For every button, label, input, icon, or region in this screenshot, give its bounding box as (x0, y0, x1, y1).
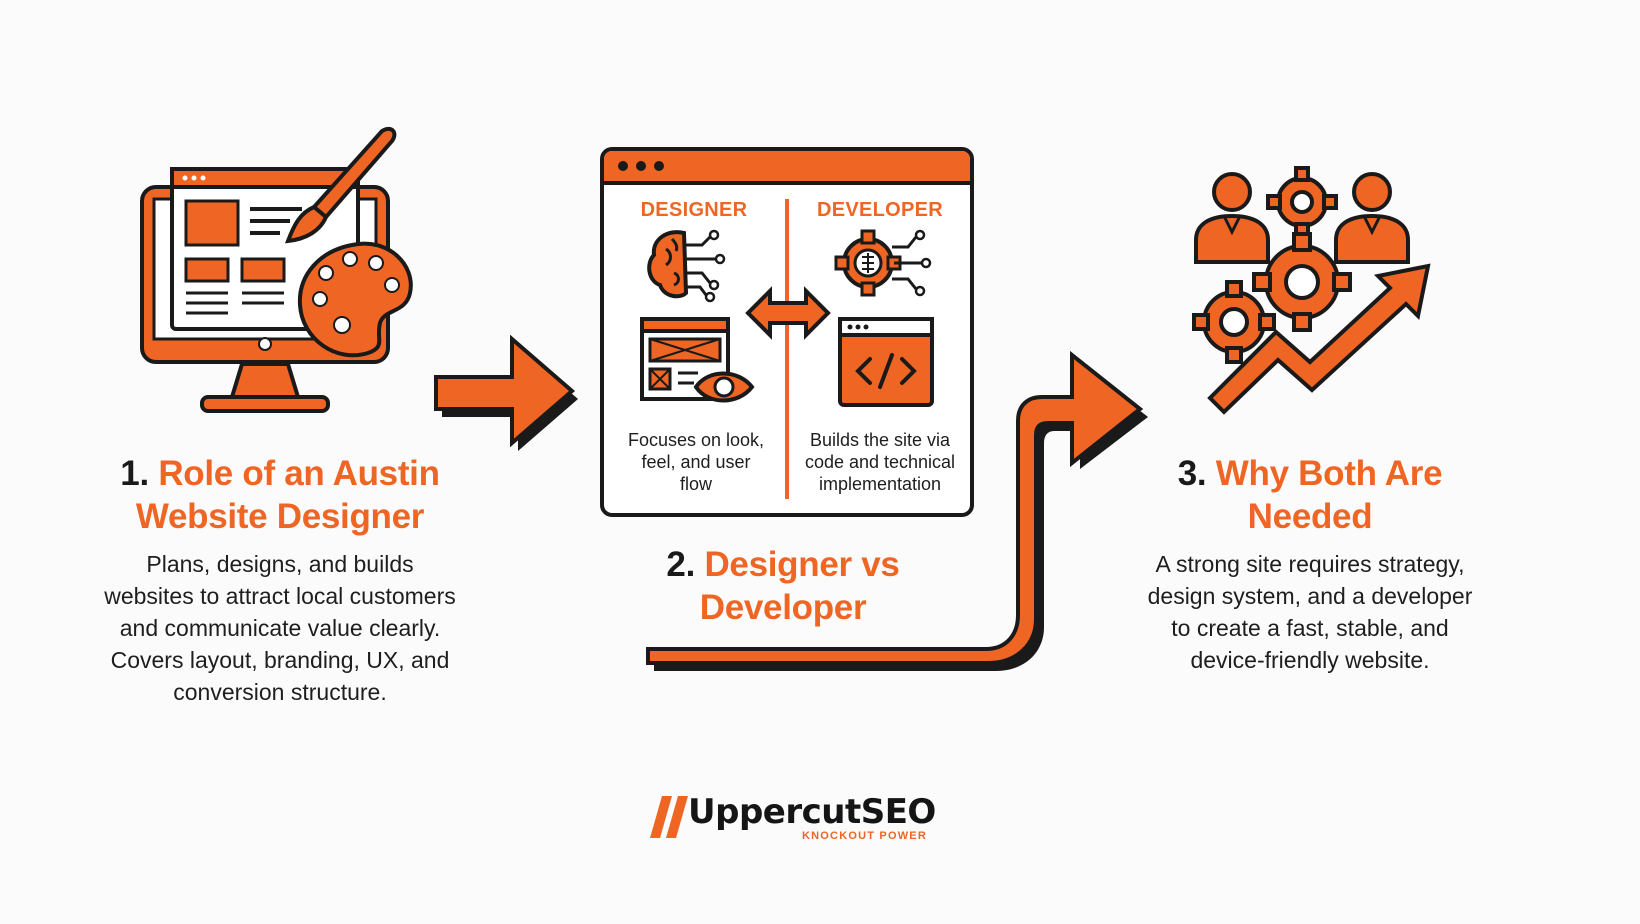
step-3-description: A strong site requires strategy, design … (1090, 548, 1530, 676)
window-dot-icon (654, 161, 664, 171)
step-1-desc-line: websites to attract local customers (104, 583, 456, 609)
panel-divider (785, 199, 789, 499)
panel-title-bar (604, 151, 970, 185)
gear-circuit-icon (834, 229, 932, 297)
designer-vs-developer-panel: DESIGNER DEVELOPER (600, 147, 974, 517)
step-3-desc-line: device-friendly website. (1190, 647, 1430, 673)
brand-logo: UppercutSEO KNOCKOUT POWER (648, 788, 936, 848)
step-1-desc-line: Plans, designs, and builds (146, 551, 414, 577)
window-dot-icon (636, 161, 646, 171)
team-icon (1194, 172, 1410, 264)
logo-tagline: KNOCKOUT POWER (802, 830, 927, 842)
logo-slash-icon (650, 796, 688, 838)
elbow-arrow-icon (646, 350, 1148, 671)
brain-icon (647, 229, 726, 303)
designer-label: DESIGNER (640, 199, 748, 221)
step-2-number: 2. (666, 545, 695, 584)
gears-icon (1192, 166, 1352, 364)
step-3-desc-line: A strong site requires strategy, (1155, 551, 1465, 577)
double-arrow-icon (745, 286, 831, 340)
step-2-title-line1: Designer vs (704, 545, 900, 584)
step-2-heading: 2. Designer vs Developer (590, 543, 976, 629)
wireframe-eye-icon (640, 317, 755, 403)
step-1-number: 1. (120, 454, 149, 493)
arrow-right-icon (434, 335, 578, 451)
designer-monitor-illustration (140, 126, 413, 413)
paintbrush-icon (284, 126, 397, 244)
developer-label: DEVELOPER (816, 199, 944, 221)
step-1-description: Plans, designs, and builds websites to a… (40, 548, 520, 708)
developer-caption-line: implementation (818, 474, 942, 494)
step-3-number: 3. (1177, 454, 1207, 493)
logo-name: UppercutSEO (688, 792, 936, 832)
step-3-desc-line: to create a fast, stable, and (1171, 615, 1449, 641)
designer-caption-line: flow (679, 474, 712, 494)
designer-caption-line: feel, and user (641, 452, 751, 472)
team-growth-illustration (1192, 166, 1431, 415)
step-1-title-line2: Website Designer (135, 497, 425, 536)
designer-caption: Focuses on look, feel, and user flow (608, 429, 784, 495)
step-1-desc-line: conversion structure. (173, 679, 387, 705)
step-3-heading: 3. Why Both Are Needed (1110, 452, 1510, 538)
step-1-heading: 1. Role of an Austin Website Designer (60, 452, 500, 538)
step-3-desc-line: design system, and a developer (1147, 583, 1473, 609)
designer-caption-line: Focuses on look, (627, 430, 765, 450)
step-3-title-line1: Why Both Are (1215, 454, 1443, 493)
step-3-title-line2: Needed (1247, 497, 1373, 536)
step-1-desc-line: and communicate value clearly. (119, 615, 441, 641)
growth-arrow-icon (1207, 263, 1431, 415)
step-1-title-line1: Role of an Austin (158, 454, 440, 493)
developer-caption-line: Builds the site via (809, 430, 951, 450)
code-window-icon (838, 317, 934, 407)
developer-caption-line: code and technical (804, 452, 956, 472)
window-dot-icon (618, 161, 628, 171)
step-2-title-line2: Developer (699, 588, 867, 627)
palette-icon (297, 241, 413, 358)
step-1-desc-line: Covers layout, branding, UX, and (110, 647, 450, 673)
developer-caption: Builds the site via code and technical i… (790, 429, 970, 495)
